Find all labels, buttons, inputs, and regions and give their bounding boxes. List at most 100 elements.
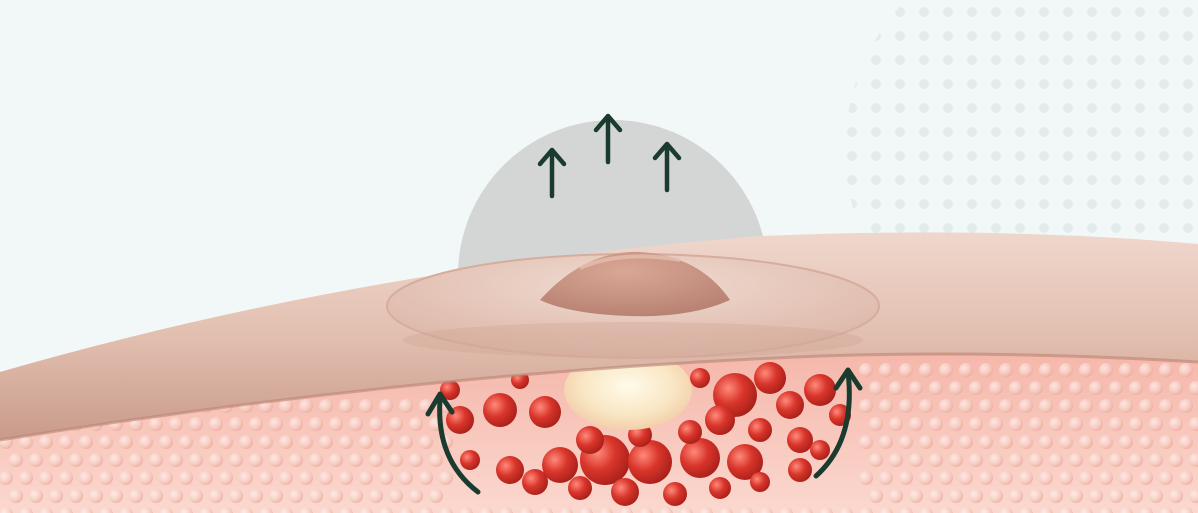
tissue-bead — [99, 435, 113, 449]
tissue-bead — [269, 417, 283, 431]
tissue-bead — [9, 489, 23, 503]
tissue-bead — [229, 489, 243, 503]
tissue-bead — [1049, 381, 1063, 395]
tissue-bead — [1009, 417, 1023, 431]
tissue-bead — [59, 435, 73, 449]
tissue-bead — [289, 417, 303, 431]
lifting-dome — [458, 120, 768, 275]
tissue-bead — [369, 489, 383, 503]
tissue-bead — [79, 435, 93, 449]
tissue-bead — [999, 507, 1013, 513]
tissue-bead — [239, 507, 253, 513]
tissue-bead — [229, 417, 243, 431]
tissue-bead — [409, 417, 423, 431]
tissue-bead — [1039, 471, 1053, 485]
red-cell — [611, 478, 639, 506]
tissue-bead — [159, 471, 173, 485]
tissue-bead — [959, 471, 973, 485]
red-cell — [542, 447, 578, 483]
tissue-bead — [339, 399, 353, 413]
tissue-bead — [379, 399, 393, 413]
tissue-bead — [179, 471, 193, 485]
tissue-bead — [799, 507, 813, 513]
tissue-bead — [189, 453, 203, 467]
tissue-bead — [999, 471, 1013, 485]
tissue-bead — [859, 471, 873, 485]
tissue-bead — [1129, 453, 1143, 467]
tissue-bead — [129, 453, 143, 467]
tissue-bead — [1039, 435, 1053, 449]
tissue-bead — [519, 507, 533, 513]
tissue-bead — [1139, 471, 1153, 485]
tissue-bead — [1179, 363, 1193, 377]
tissue-bead — [919, 507, 933, 513]
tissue-bead — [459, 507, 473, 513]
tissue-bead — [819, 507, 833, 513]
tissue-bead — [209, 453, 223, 467]
tissue-bead — [1039, 507, 1053, 513]
tissue-bead — [1159, 471, 1173, 485]
tissue-bead — [369, 417, 383, 431]
tissue-bead — [349, 453, 363, 467]
tissue-bead — [859, 435, 873, 449]
red-cell — [810, 440, 830, 460]
tissue-bead — [29, 453, 43, 467]
tissue-bead — [1099, 363, 1113, 377]
tissue-bead — [1139, 399, 1153, 413]
tissue-bead — [329, 453, 343, 467]
tissue-bead — [139, 435, 153, 449]
tissue-bead — [979, 399, 993, 413]
tissue-bead — [969, 381, 983, 395]
tissue-bead — [999, 435, 1013, 449]
tissue-bead — [949, 489, 963, 503]
tissue-bead — [899, 507, 913, 513]
tissue-bead — [889, 417, 903, 431]
tissue-bead — [329, 417, 343, 431]
tissue-bead — [1109, 453, 1123, 467]
tissue-bead — [299, 507, 313, 513]
tissue-bead — [989, 453, 1003, 467]
tissue-bead — [1079, 399, 1093, 413]
inflamed-cell-cluster — [440, 362, 851, 506]
tissue-bead — [1109, 381, 1123, 395]
tissue-bead — [1129, 381, 1143, 395]
tissue-bead — [189, 417, 203, 431]
tissue-bead — [1189, 453, 1198, 467]
tissue-bead — [909, 489, 923, 503]
red-cell — [804, 374, 836, 406]
tissue-bead — [409, 453, 423, 467]
tissue-bead — [909, 381, 923, 395]
tissue-bead — [859, 363, 873, 377]
tissue-bead — [119, 471, 133, 485]
tissue-bead — [209, 489, 223, 503]
tissue-bead — [389, 453, 403, 467]
tissue-bead — [909, 417, 923, 431]
tissue-bead — [379, 507, 393, 513]
tissue-bead — [289, 489, 303, 503]
red-cell — [754, 362, 786, 394]
tissue-bead — [169, 453, 183, 467]
tissue-bead — [229, 453, 243, 467]
tissue-bead — [429, 489, 443, 503]
tissue-bead — [109, 489, 123, 503]
tissue-bead — [49, 489, 63, 503]
red-cell — [496, 456, 524, 484]
tissue-bead — [359, 507, 373, 513]
tissue-bead — [939, 471, 953, 485]
tissue-bead — [279, 435, 293, 449]
tissue-bead — [399, 471, 413, 485]
tissue-bead — [79, 507, 93, 513]
tissue-bead — [239, 435, 253, 449]
tissue-bead — [989, 381, 1003, 395]
tissue-bead — [1149, 381, 1163, 395]
red-cell — [750, 472, 770, 492]
tissue-bead — [239, 471, 253, 485]
tissue-bead — [1029, 453, 1043, 467]
tissue-bead — [389, 417, 403, 431]
tissue-bead — [899, 399, 913, 413]
tissue-bead — [939, 507, 953, 513]
tissue-bead — [359, 435, 373, 449]
tissue-bead — [299, 435, 313, 449]
